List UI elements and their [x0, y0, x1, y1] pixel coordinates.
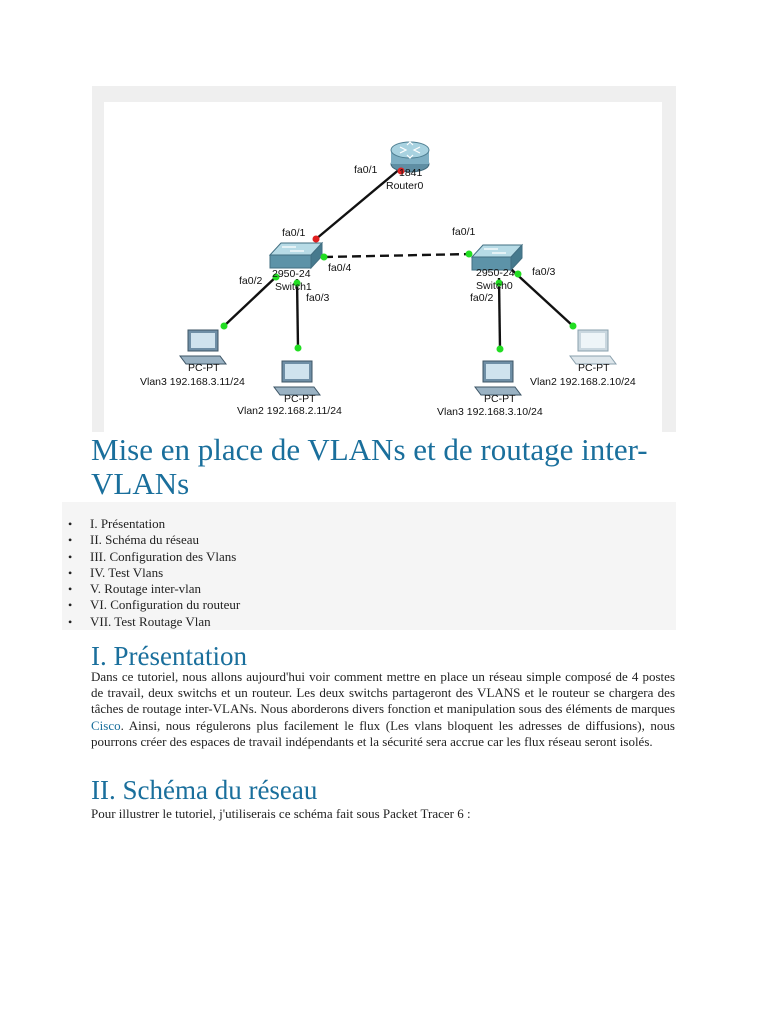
cisco-link[interactable]: Cisco — [91, 717, 121, 733]
switch0-fa03-label: fa0/3 — [532, 266, 556, 278]
switch1-fa02-label: fa0/2 — [239, 275, 263, 287]
pc4-port-light — [569, 322, 577, 330]
pc1-port-light — [220, 322, 228, 330]
pc3-type-label: PC-PT — [484, 393, 516, 405]
router-model-label: 1841 — [399, 167, 423, 179]
switch1-icon — [268, 241, 324, 270]
schema-paragraph: Pour illustrer le tutoriel, j'utiliserai… — [91, 806, 471, 821]
pc4-type-label: PC-PT — [578, 362, 610, 374]
pc3-icon — [474, 360, 522, 396]
switch0-fa01-light — [465, 250, 473, 258]
switch1-name-label: Switch1 — [275, 281, 312, 293]
switch0-fa02-label: fa0/2 — [470, 292, 494, 304]
pc1-vlan-label: Vlan3 192.168.3.11/24 — [140, 376, 245, 388]
links — [223, 167, 574, 350]
network-diagram: fa0/1 1841 Router0 fa0/1 2950-24 Switch1… — [140, 141, 636, 418]
link-switch1-pc2 — [295, 278, 300, 349]
presentation-paragraph: Dans ce tutoriel, nous allons aujourd'hu… — [91, 669, 675, 750]
toc-item[interactable]: VII. Test Routage Vlan — [64, 614, 240, 631]
router-name-label: Router0 — [386, 180, 424, 192]
section-heading-presentation: I. Présentation — [91, 641, 247, 671]
pc4-vlan-label: Vlan2 192.168.2.10/24 — [530, 376, 636, 388]
router-port-light — [397, 167, 405, 175]
switch0-icon — [470, 243, 524, 272]
link-switch1-pc1 — [223, 274, 279, 327]
toc-item[interactable]: IV. Test Vlans — [64, 565, 240, 582]
port-lights — [220, 167, 577, 353]
pc3-port-light — [496, 345, 504, 353]
paragraph-text: . Ainsi, nous régulerons plus facilement… — [91, 717, 675, 749]
link-switch1-switch0 — [323, 252, 472, 259]
router-port-label: fa0/1 — [354, 164, 378, 176]
switch0-fa02-light — [495, 279, 503, 287]
switch1-fa04-label: fa0/4 — [328, 262, 352, 274]
pc4-icon — [569, 329, 617, 365]
switch0-model-label: 2950-24 — [476, 267, 515, 279]
toc-item[interactable]: I. Présentation — [64, 516, 240, 533]
switch1-fa04-light — [320, 253, 328, 261]
toc-item[interactable]: VI. Configuration du routeur — [64, 597, 240, 614]
paragraph-text: Dans ce tutoriel, nous allons aujourd'hu… — [91, 669, 675, 717]
link-router-switch1 — [315, 167, 402, 240]
toc-item[interactable]: II. Schéma du réseau — [64, 532, 240, 549]
table-of-contents: I. Présentation II. Schéma du réseau III… — [64, 516, 240, 630]
pc1-type-label: PC-PT — [188, 362, 220, 374]
toc-item[interactable]: V. Routage inter-vlan — [64, 581, 240, 598]
switch1-fa03-light — [293, 279, 301, 287]
link-switch0-pc4 — [511, 269, 574, 327]
switch1-uplink-light — [312, 235, 320, 243]
switch1-fa01-label: fa0/1 — [282, 227, 306, 239]
switch0-name-label: Switch0 — [476, 280, 513, 292]
toc-item[interactable]: III. Configuration des Vlans — [64, 549, 240, 566]
pc3-vlan-label: Vlan3 192.168.3.10/24 — [437, 406, 543, 418]
switch1-fa02-light — [272, 273, 280, 281]
link-switch0-pc3 — [497, 277, 502, 350]
switch1-fa03-label: fa0/3 — [306, 292, 330, 304]
pc2-icon — [273, 360, 321, 396]
pc1-icon — [179, 329, 227, 365]
pc2-port-light — [294, 344, 302, 352]
pc2-vlan-label: Vlan2 192.168.2.11/24 — [237, 405, 342, 417]
switch1-model-label: 2950-24 — [272, 268, 311, 280]
switch0-fa01-label: fa0/1 — [452, 226, 476, 238]
switch0-fa03-light — [514, 270, 522, 278]
page-title: Mise en place de VLANs et de routage int… — [91, 432, 648, 501]
pc2-type-label: PC-PT — [284, 393, 316, 405]
figure-background — [104, 102, 662, 432]
section-heading-schema: II. Schéma du réseau — [91, 775, 318, 805]
